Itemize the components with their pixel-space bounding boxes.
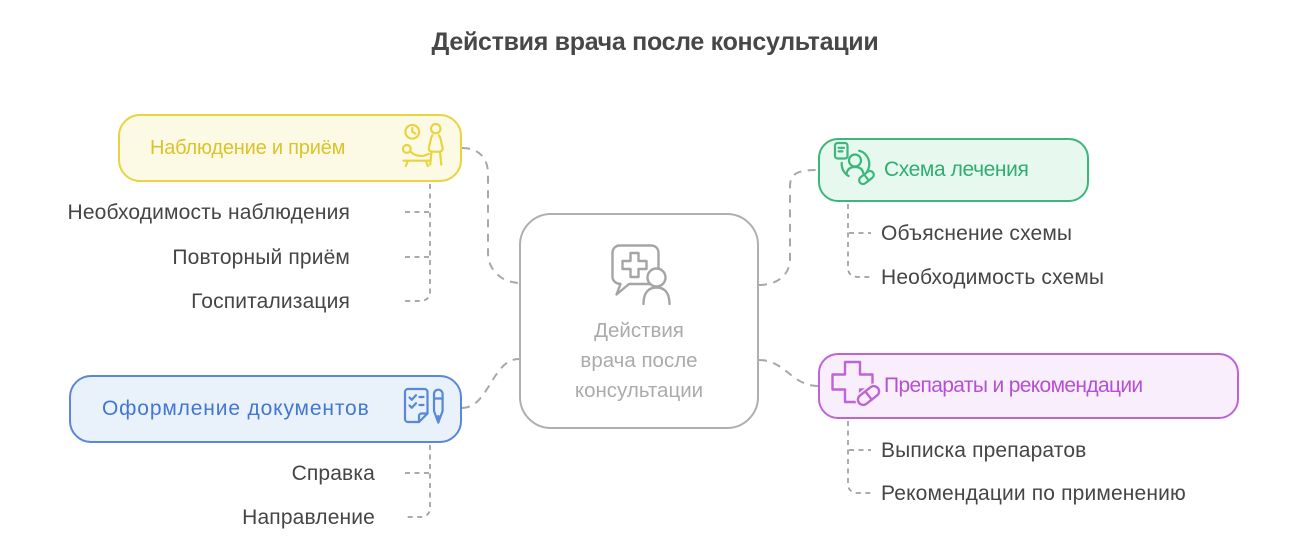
- branchline-medications: [847, 421, 871, 494]
- node-medications[interactable]: Препараты и рекомендации: [818, 353, 1239, 419]
- node-observation-label: Наблюдение и приём: [150, 136, 346, 159]
- list-item-observation-1[interactable]: Повторный приём: [172, 246, 350, 269]
- node-observation[interactable]: Наблюдение и приём: [118, 114, 462, 182]
- node-medications-label: Препараты и рекомендации: [884, 374, 1143, 397]
- treatment-plan-icon: [832, 141, 878, 193]
- appointment-observation-icon: [400, 122, 447, 174]
- branchline-documents: [404, 445, 431, 518]
- list-item-observation-0[interactable]: Необходимость наблюдения: [67, 201, 350, 224]
- list-item-medications-1[interactable]: Рекомендации по применению: [881, 482, 1186, 505]
- list-item-observation-2[interactable]: Госпитализация: [191, 290, 350, 313]
- node-center[interactable]: Действия врача после консультации: [519, 213, 759, 429]
- node-treatment[interactable]: Схема лечения: [818, 138, 1089, 202]
- connector-center-medications: [758, 359, 819, 387]
- list-item-treatment-1[interactable]: Необходимость схемы: [881, 266, 1105, 289]
- list-item-documents-1[interactable]: Направление: [242, 506, 375, 529]
- list-item-documents-0[interactable]: Справка: [291, 462, 375, 485]
- node-documents-label: Оформление документов: [102, 397, 370, 420]
- doctor-chat-icon: [602, 241, 676, 312]
- connector-center-treatment: [758, 169, 819, 286]
- node-documents[interactable]: Оформление документов: [69, 375, 462, 443]
- list-item-treatment-0[interactable]: Объяснение схемы: [881, 222, 1073, 245]
- branchline-observation: [403, 184, 431, 302]
- node-treatment-label: Схема лечения: [884, 158, 1029, 181]
- branchline-treatment: [847, 204, 871, 278]
- list-item-medications-0[interactable]: Выписка препаратов: [881, 439, 1087, 462]
- connector-documents-center: [461, 358, 520, 409]
- diagram-title: Действия врача после консультации: [431, 28, 879, 56]
- document-pen-icon: [400, 385, 446, 434]
- node-center-label: Действия врача после консультации: [574, 319, 704, 402]
- medication-cross-icon: [830, 360, 884, 413]
- connector-observation-center: [461, 147, 520, 284]
